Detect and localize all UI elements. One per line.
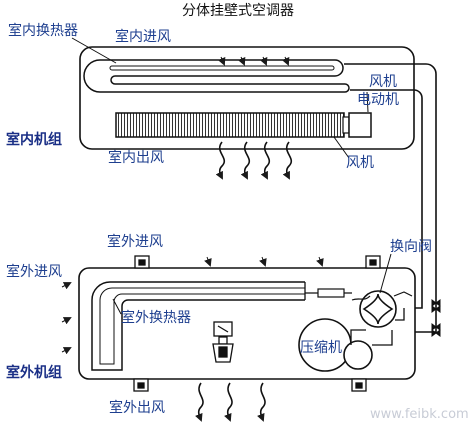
outdoor-heat-exchanger-label: 室外换热器 [121, 310, 191, 326]
indoor-unit [79, 46, 415, 150]
diagram-title: 分体挂壁式空调器 [182, 3, 294, 19]
pipe-inner [350, 89, 423, 296]
outdoor-air-out-arrows [195, 382, 266, 422]
indoor-fan-motor-body [348, 112, 372, 138]
indoor-air-out-label: 室内出风 [108, 150, 164, 166]
outdoor-unit-label: 室外机组 [6, 365, 62, 381]
outdoor-unit [78, 255, 416, 392]
outdoor-heat-exchanger [91, 281, 305, 371]
outdoor-air-out-label: 室外出风 [109, 400, 165, 416]
mounting-tabs [133, 255, 381, 392]
fan-label: 风机 [346, 155, 374, 171]
indoor-heat-exchanger-label: 室内换热器 [8, 23, 78, 39]
service-valves [431, 299, 441, 337]
indoor-air-in-arrows [217, 56, 290, 66]
outdoor-air-in-top-arrows [204, 256, 324, 267]
reversing-valve [351, 290, 413, 328]
watermark: www.feibk.com [370, 407, 469, 422]
compressor-label: 压缩机 [300, 340, 342, 356]
indoor-leader-lines [71, 37, 369, 159]
outdoor-air-in-top-label: 室外进风 [107, 234, 163, 250]
indoor-unit-label: 室内机组 [6, 132, 62, 148]
pipe-outer [344, 63, 437, 302]
service-valve-lower [431, 323, 441, 337]
service-valve-upper [431, 299, 441, 313]
indoor-air-out-arrows [215, 141, 293, 180]
outdoor-fan-motor [212, 321, 234, 363]
indoor-fan-motor [342, 116, 350, 134]
outdoor-air-in-left-arrows [61, 282, 72, 355]
outdoor-air-in-left-label: 室外进风 [6, 264, 62, 280]
indoor-air-in-label: 室内进风 [115, 29, 171, 45]
outdoor-leader-lines [112, 253, 392, 315]
filter-drier [317, 288, 345, 298]
indoor-heat-exchanger-coil [83, 59, 350, 93]
indoor-fan [115, 112, 345, 138]
fan-motor-label-line1: 风机 [369, 74, 397, 90]
reversing-valve-label: 换向阀 [390, 239, 432, 255]
compressor [298, 308, 405, 372]
fan-motor-label-line2: 电动机 [357, 92, 399, 108]
